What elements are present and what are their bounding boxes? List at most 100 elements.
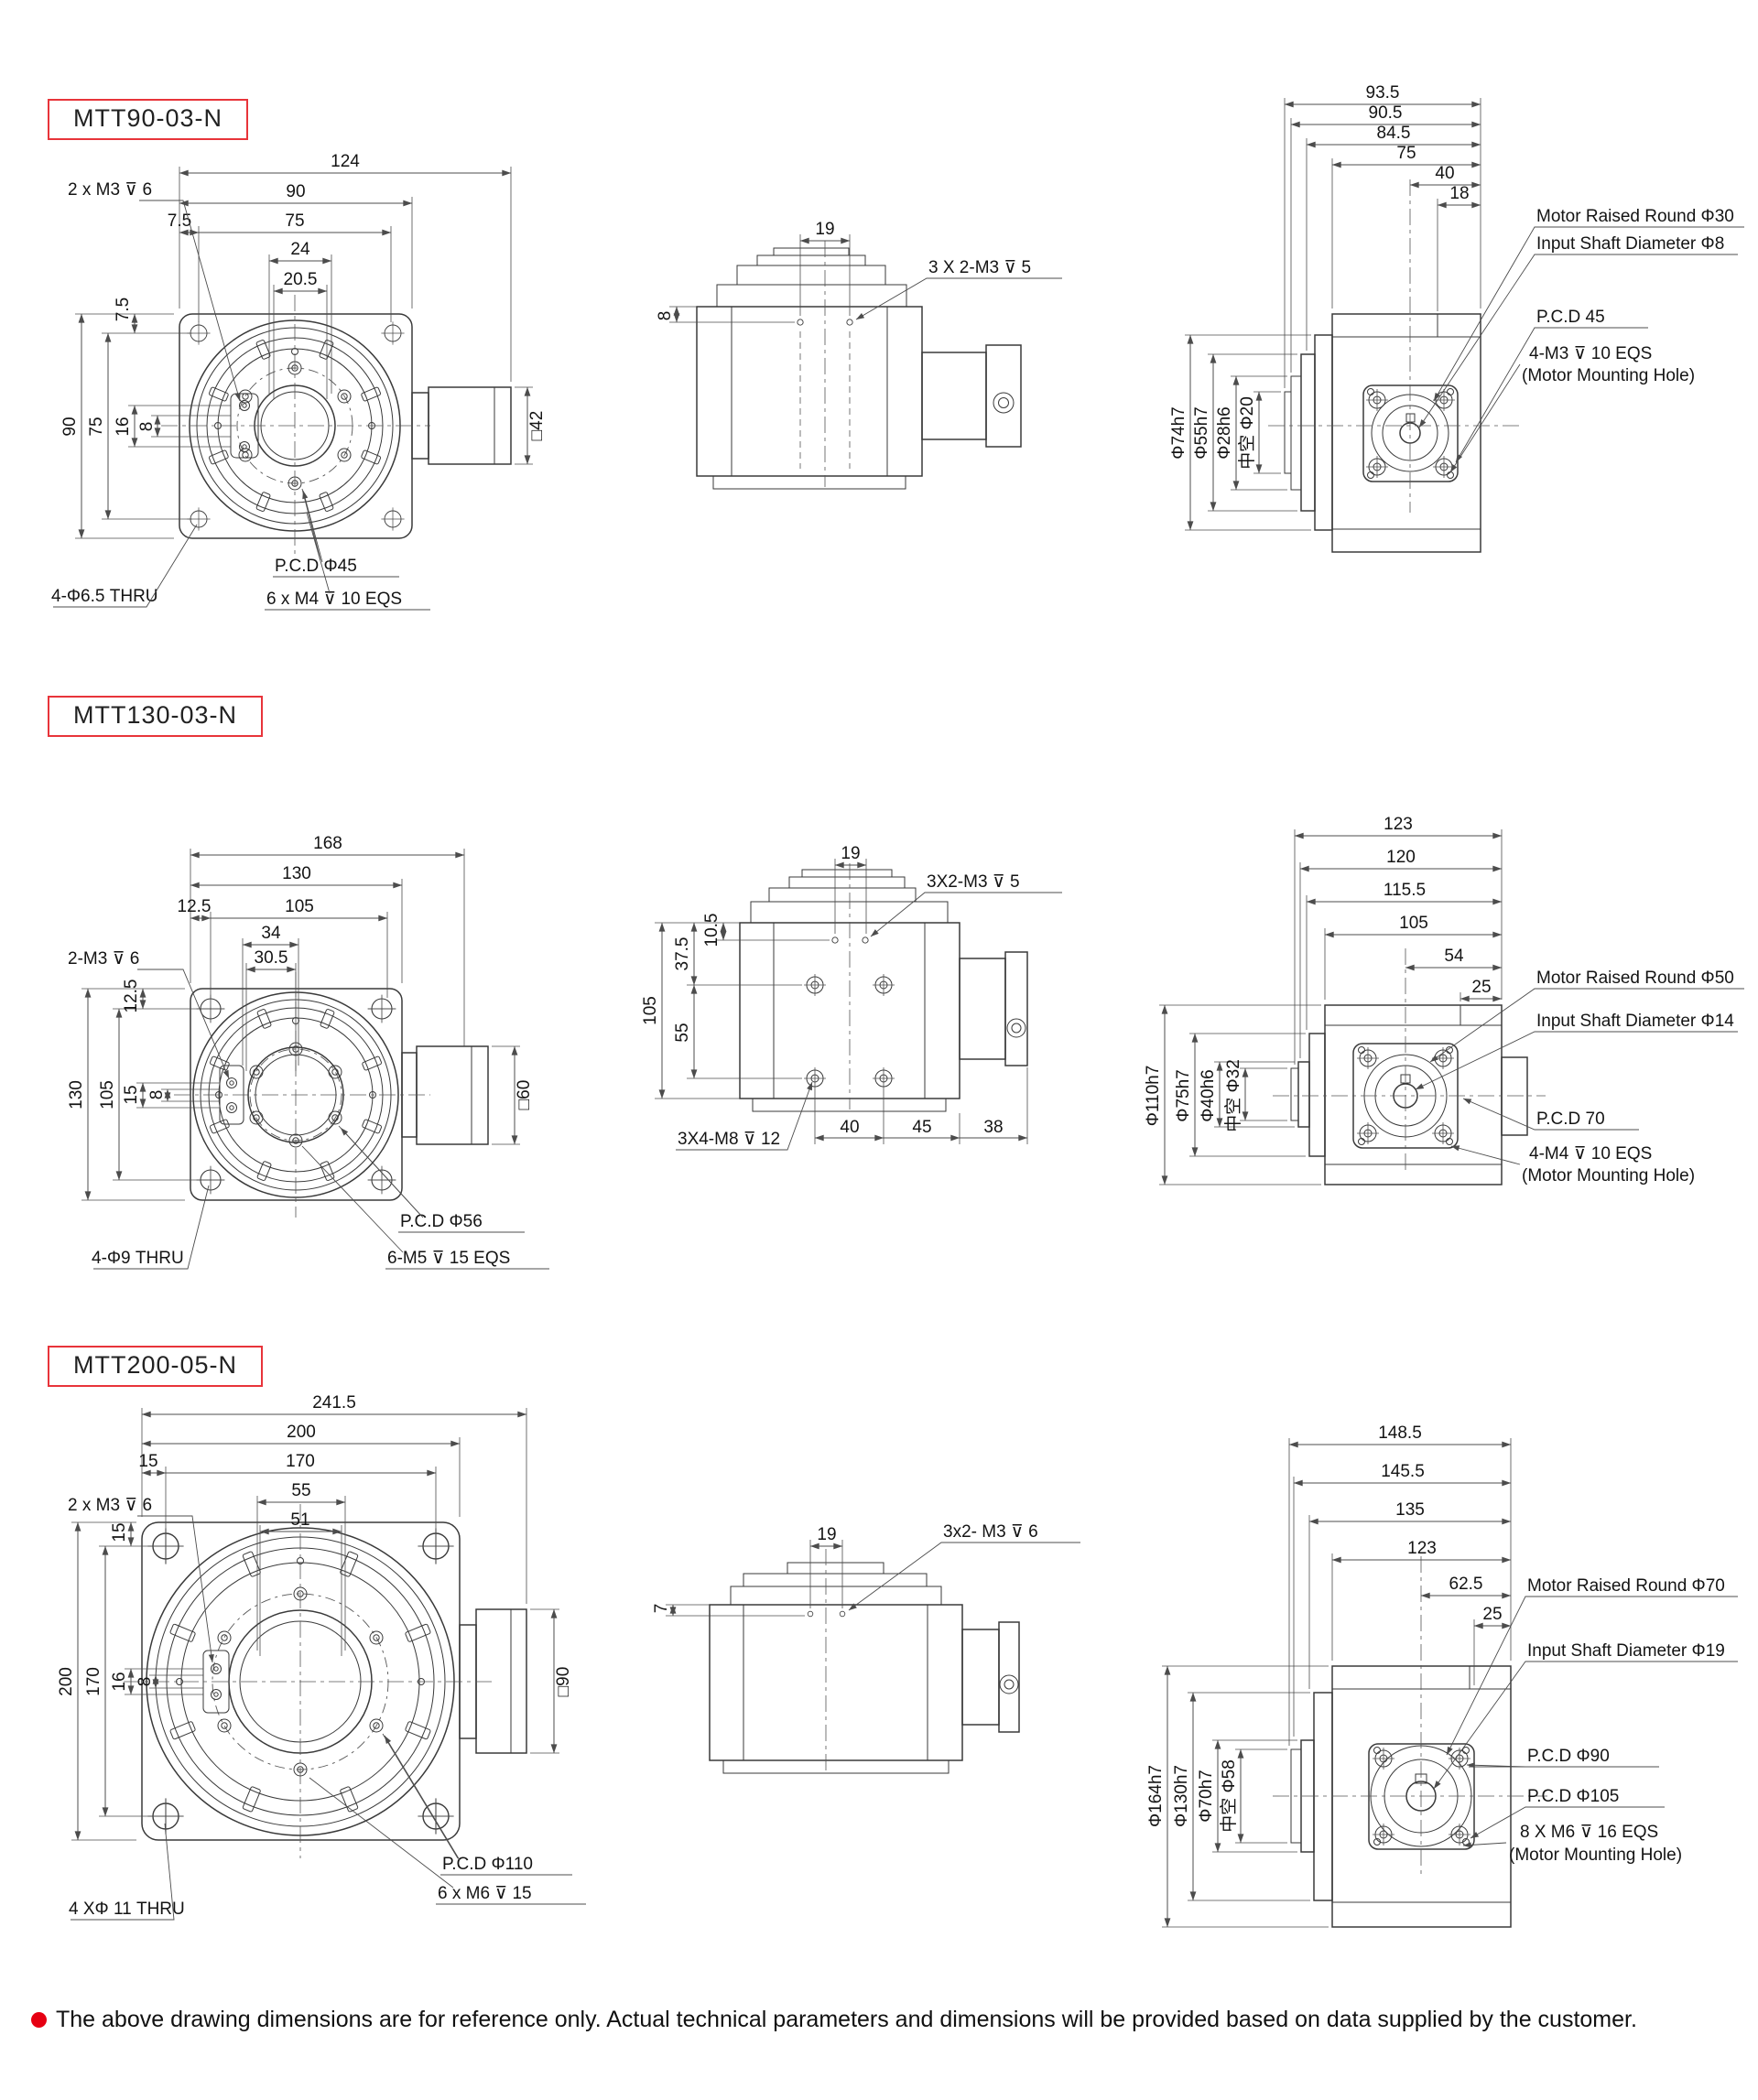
dim: Φ40h6: [1199, 1061, 1223, 1128]
svg-text:123: 123: [1384, 815, 1413, 834]
svg-text:P.C.D Φ105: P.C.D Φ105: [1527, 1787, 1619, 1806]
dim: 105: [211, 897, 388, 922]
svg-text:□60: □60: [515, 1080, 534, 1110]
svg-text:75: 75: [87, 417, 106, 436]
svg-text:(Motor Mounting Hole): (Motor Mounting Hole): [1522, 366, 1695, 385]
svg-text:Motor Raised Round Φ30: Motor Raised Round Φ30: [1536, 207, 1734, 226]
svg-text:10.5: 10.5: [702, 914, 722, 947]
svg-text:Input Shaft Diameter Φ14: Input Shaft Diameter Φ14: [1536, 1012, 1734, 1031]
svg-text:15: 15: [110, 1522, 129, 1542]
svg-text:45: 45: [912, 1118, 931, 1137]
dim: 19: [809, 1525, 843, 1550]
svg-text:40: 40: [1435, 164, 1454, 183]
svg-text:Φ55h7: Φ55h7: [1192, 406, 1211, 459]
svg-text:3 X 2-M3 ⊽ 5: 3 X 2-M3 ⊽ 5: [928, 258, 1031, 277]
svg-text:3x2- M3 ⊽ 6: 3x2- M3 ⊽ 6: [943, 1522, 1038, 1542]
dim: 7: [652, 1604, 677, 1617]
svg-text:6-M5 ⊽ 15 EQS: 6-M5 ⊽ 15 EQS: [387, 1249, 510, 1268]
leader-label: Input Shaft Diameter Φ19: [1433, 1641, 1738, 1790]
footer-text: The above drawing dimensions are for ref…: [56, 2007, 1637, 2032]
model-title-mtt200: MTT200-05-N: [48, 1346, 264, 1387]
svg-text:□42: □42: [527, 411, 547, 441]
svg-text:19: 19: [815, 220, 834, 239]
svg-text:130: 130: [67, 1080, 86, 1110]
svg-text:115.5: 115.5: [1384, 881, 1426, 900]
svg-text:40: 40: [840, 1118, 859, 1137]
svg-text:34: 34: [261, 924, 281, 943]
dim: 20.5: [273, 270, 328, 295]
mtt200-top-view: 19 7 3x2- M3 ⊽ 6: [652, 1522, 1080, 1774]
leader-label: P.C.D Φ90: [1466, 1747, 1659, 1769]
dim: 19: [799, 220, 851, 244]
svg-text:Φ70h7: Φ70h7: [1197, 1770, 1216, 1822]
svg-text:4-Φ9 THRU: 4-Φ9 THRU: [92, 1249, 184, 1268]
leader-label: 6-M5 ⊽ 15 EQS: [301, 1145, 549, 1270]
mtt130-front-view: 168 130 12.5 105 34 30.5 130 105 15 8 12…: [67, 834, 549, 1270]
dim: 105: [641, 922, 666, 1099]
dim: 30.5: [245, 948, 297, 973]
mtt200-side-view: 148.5 145.5 135 123 62.5 25 Φ164h7 Φ130h…: [1146, 1423, 1738, 1928]
leader-label: P.C.D 70: [1462, 1098, 1639, 1131]
dim: Φ74h7: [1169, 334, 1194, 531]
dim: 10.5: [702, 914, 727, 947]
mtt90-top-view: 19 8 3 X 2-M3 ⊽ 5: [656, 220, 1062, 490]
svg-text:7: 7: [652, 1604, 671, 1614]
mtt90-side-view: 93.5 90.5 84.5 75 40 18 Φ74h7 Φ55h7 Φ28h…: [1169, 83, 1744, 553]
mtt130-side-view: 123 120 115.5 105 54 25 Φ110h7 Φ75h7 Φ40…: [1144, 815, 1744, 1185]
dim: 75: [1331, 144, 1481, 168]
dim: 170: [166, 1452, 437, 1477]
dim: 200: [141, 1423, 461, 1447]
dim: 51: [259, 1510, 342, 1535]
dim: 18: [1437, 184, 1481, 209]
dim: 40: [1409, 164, 1481, 189]
dim: 8: [147, 1088, 171, 1102]
svg-text:19: 19: [817, 1525, 836, 1544]
svg-text:Φ28h6: Φ28h6: [1215, 406, 1234, 459]
svg-text:148.5: 148.5: [1378, 1423, 1422, 1443]
svg-text:120: 120: [1386, 848, 1416, 867]
svg-text:25: 25: [1471, 978, 1491, 997]
svg-text:Motor Raised Round Φ50: Motor Raised Round Φ50: [1536, 969, 1734, 988]
svg-text:124: 124: [331, 152, 360, 171]
svg-text:Input Shaft Diameter Φ19: Input Shaft Diameter Φ19: [1527, 1641, 1725, 1661]
leader-label: P.C.D Φ56: [338, 1125, 525, 1233]
svg-text:75: 75: [1396, 144, 1416, 163]
dim: 123: [1294, 815, 1503, 839]
leader-label: 2 x M3 ⊽ 6: [68, 1496, 214, 1663]
svg-text:7.5: 7.5: [168, 211, 191, 231]
dim: 200: [57, 1521, 81, 1841]
dim: □60: [511, 1045, 534, 1145]
dim: Φ75h7: [1174, 1033, 1199, 1157]
svg-text:2-M3 ⊽ 6: 2-M3 ⊽ 6: [68, 949, 139, 969]
dim: 135: [1308, 1500, 1512, 1525]
dim: 中空 Φ58: [1219, 1748, 1244, 1844]
svg-text:55: 55: [673, 1023, 692, 1042]
dim: 54: [1405, 947, 1503, 971]
svg-text:P.C.D Φ90: P.C.D Φ90: [1527, 1747, 1610, 1766]
dim: 90.5: [1290, 103, 1481, 128]
svg-text:24: 24: [290, 240, 310, 259]
dim: 123: [1331, 1539, 1512, 1564]
dim: 75: [87, 332, 112, 520]
mtt130-top-view: 19 105 37.5 10.5 55 40 45 38 3X2-M3 ⊽ 5 …: [641, 844, 1062, 1151]
svg-text:84.5: 84.5: [1377, 124, 1411, 143]
svg-text:8: 8: [656, 311, 675, 321]
dim: 38: [960, 1118, 1028, 1142]
leader-label: 3X4-M8 ⊽ 12: [676, 1081, 813, 1151]
dim: 55: [673, 984, 698, 1079]
leader-label: Motor Raised Round Φ50: [1429, 969, 1744, 1063]
dim: 145.5: [1293, 1462, 1512, 1487]
leader-label: P.C.D 45: [1455, 308, 1648, 463]
svg-text:145.5: 145.5: [1381, 1462, 1425, 1481]
leader-label: 6 x M4 ⊽ 10 EQS: [265, 512, 430, 611]
leader-label: 8 X M6 ⊽ 16 EQS(Motor Mounting Hole): [1462, 1823, 1682, 1865]
dim: Φ55h7: [1192, 353, 1217, 512]
svg-text:3X4-M8 ⊽ 12: 3X4-M8 ⊽ 12: [678, 1130, 780, 1149]
svg-text:4 XΦ 11 THRU: 4 XΦ 11 THRU: [69, 1900, 185, 1919]
svg-text:Motor Raised Round Φ70: Motor Raised Round Φ70: [1527, 1576, 1725, 1596]
leader-label: P.C.D Φ110: [382, 1733, 572, 1876]
svg-text:8: 8: [137, 422, 157, 432]
svg-text:Φ75h7: Φ75h7: [1174, 1069, 1193, 1121]
svg-text:中空 Φ58: 中空 Φ58: [1219, 1759, 1239, 1833]
mtt200-front-view: 241.5 200 15 170 55 51 200 170 16 8 15 □…: [57, 1393, 586, 1921]
